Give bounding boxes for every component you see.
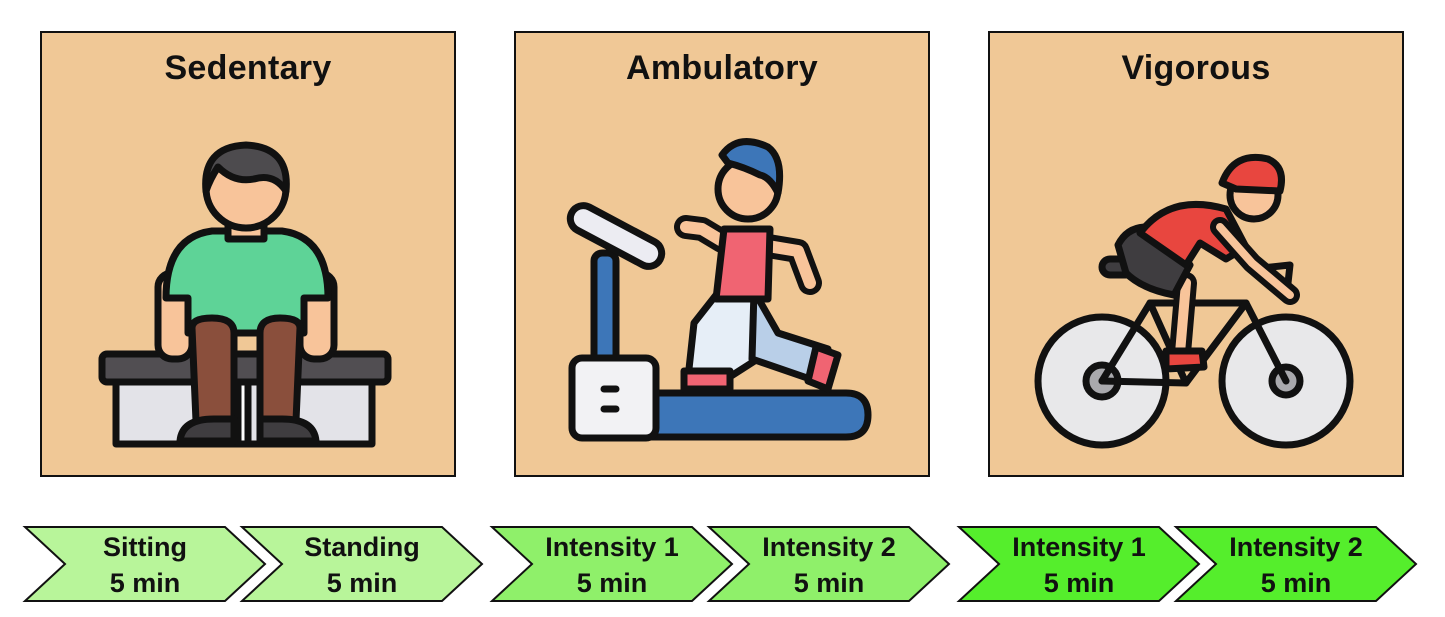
stage-chevron: Intensity 1 5 min bbox=[956, 526, 1201, 602]
panel-title: Vigorous bbox=[1121, 49, 1271, 87]
stage-label: Intensity 2 bbox=[1229, 532, 1363, 562]
stage-label: Intensity 1 bbox=[1012, 532, 1146, 562]
stage-chevron: Intensity 1 5 min bbox=[489, 526, 734, 602]
panel-vigorous: Vigorous bbox=[988, 31, 1404, 477]
stage-chevron-shape bbox=[489, 526, 734, 602]
panel-ambulatory: Ambulatory bbox=[514, 31, 930, 477]
stage-duration: 5 min bbox=[327, 568, 398, 598]
panel-title: Ambulatory bbox=[626, 49, 818, 87]
stage-chevron: Standing 5 min bbox=[239, 526, 484, 602]
panel-title: Sedentary bbox=[164, 49, 332, 87]
stage-label: Intensity 1 bbox=[545, 532, 679, 562]
person-sitting-on-bench-icon bbox=[98, 141, 392, 448]
stage-chevron-shape bbox=[706, 526, 951, 602]
stage-label: Intensity 2 bbox=[762, 532, 896, 562]
stage-duration: 5 min bbox=[110, 568, 181, 598]
person-on-treadmill-icon bbox=[566, 138, 872, 442]
stage-duration: 5 min bbox=[1044, 568, 1115, 598]
cyclist-icon bbox=[1034, 154, 1354, 449]
panel-sedentary: Sedentary bbox=[40, 31, 456, 477]
stage-duration: 5 min bbox=[794, 568, 865, 598]
stage-label: Sitting bbox=[103, 532, 187, 562]
stage-chevron: Sitting 5 min bbox=[22, 526, 267, 602]
stage-chevron-shape bbox=[1173, 526, 1418, 602]
stage-duration: 5 min bbox=[1261, 568, 1332, 598]
stage-chevron-shape bbox=[239, 526, 484, 602]
stage-chevron-shape bbox=[956, 526, 1201, 602]
stage-chevron-shape bbox=[22, 526, 267, 602]
stage-label: Standing bbox=[304, 532, 420, 562]
stage-duration: 5 min bbox=[577, 568, 648, 598]
stage-chevron: Intensity 2 5 min bbox=[706, 526, 951, 602]
stage-chevron: Intensity 2 5 min bbox=[1173, 526, 1418, 602]
